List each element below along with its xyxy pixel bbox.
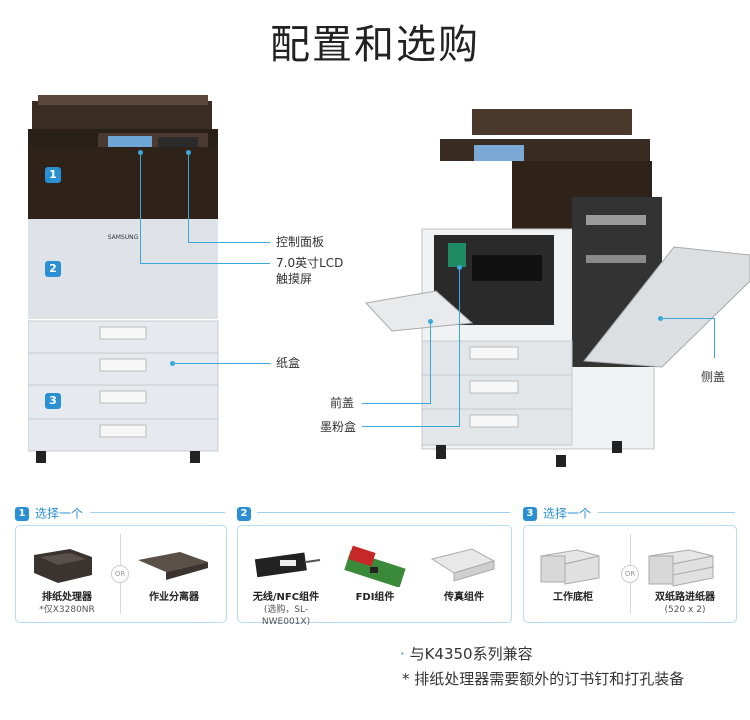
option-wireless-nfc-name: 无线/NFC组件 [252,592,320,603]
note-finisher: * 排纸处理器需要额外的订书钉和打孔装备 [402,670,685,688]
option-dcf-sub: (520 x 2) [664,605,706,615]
leader-line [188,242,270,243]
leader-line [362,403,431,404]
group-header-2: 2 [237,505,257,521]
callout-front-cover: 前盖 [330,396,355,410]
machine-badge-2: 2 [45,261,61,277]
option-wireless-nfc: 无线/NFC组件 (选购，SL-NWE001X) [240,592,332,628]
dcf-image [648,549,714,587]
fax-image [430,548,496,582]
callout-control-panel: 控制面板 [276,235,325,249]
leader-line [714,318,715,358]
leader-line [430,321,431,403]
callout-lcd-line1: 7.0英寸LCD [276,256,344,270]
option-fax: 传真组件 [444,592,484,603]
or-badge: OR [621,565,639,583]
or-badge: OR [111,565,129,583]
leader-line [459,267,460,426]
group-divider [90,512,225,513]
callout-paper-tray: 纸盒 [276,356,301,370]
option-cabinet: 工作底柜 [553,592,593,603]
leader-line [188,152,189,242]
printer-open-image [365,109,750,467]
group-number-2: 2 [237,506,251,521]
option-finisher: 排纸处理器 *仅X3280NR [22,592,112,616]
group-divider [257,512,510,513]
callout-lcd-line2: 触摸屏 [276,272,313,286]
group-number-1: 1 [15,506,29,521]
page-title: 配置和选购 [270,22,480,68]
job-separator-image [138,552,208,580]
machine-badge-3: 3 [45,393,61,409]
note-compatibility-text: 与K4350系列兼容 [409,645,533,663]
option-wireless-nfc-sub: (选购，SL-NWE001X) [261,605,311,627]
leader-line [362,426,460,427]
callout-side-cover: 侧盖 [701,370,726,384]
machine-badge-1: 1 [45,167,61,183]
finisher-image [34,549,92,583]
leader-line [140,152,141,264]
group-label-3: 选择一个 [543,506,592,521]
note-compatibility: · 与K4350系列兼容 [400,643,533,664]
option-finisher-name: 排纸处理器 [42,592,92,603]
brand-label: SAMSUNG [108,234,139,241]
group-header-3: 3 选择一个 [523,505,591,521]
group-number-3: 3 [523,506,537,521]
leader-line [660,318,715,319]
leader-line [173,363,270,364]
option-job-separator: 作业分离器 [149,592,199,603]
cabinet-image [540,549,600,585]
callout-lcd: 7.0英寸LCD 触摸屏 [276,255,343,287]
option-dcf-name: 双纸路进纸器 [655,592,715,603]
callout-toner: 墨粉盒 [320,420,357,434]
option-fdi: FDI组件 [355,592,395,603]
fdi-image [344,545,406,587]
printer-front-image: SAMSUNG [28,95,219,463]
option-finisher-sub: *仅X3280NR [39,605,95,615]
group-label-1: 选择一个 [35,506,84,521]
group-divider [598,512,735,513]
leader-dot [170,361,175,366]
leader-line [140,263,270,264]
note-bullet: · [400,645,405,663]
option-dcf: 双纸路进纸器 (520 x 2) [640,592,730,616]
group-header-1: 1 选择一个 [15,505,83,521]
wireless-nfc-image [254,552,321,578]
